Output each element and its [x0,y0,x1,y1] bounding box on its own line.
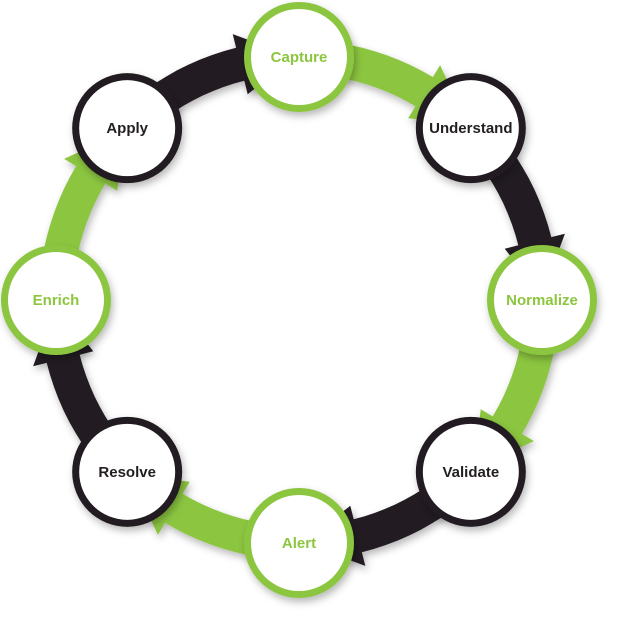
node-alert-label: Alert [282,535,316,552]
node-apply: Apply [72,73,183,184]
node-validate: Validate [415,416,526,527]
node-enrich-face [8,252,104,348]
node-understand: Understand [415,73,526,184]
node-capture-face [251,9,347,105]
node-resolve: Resolve [72,416,183,527]
node-capture-label: Capture [271,49,328,66]
node-enrich-label: Enrich [33,292,80,309]
node-alert-face [251,495,347,591]
node-resolve-label: Resolve [98,464,156,481]
node-enrich: Enrich [1,245,111,355]
node-apply-face [79,80,176,177]
node-normalize-face [494,252,590,348]
node-validate-label: Validate [442,464,499,481]
node-apply-label: Apply [106,120,148,137]
node-validate-face [422,423,519,520]
node-understand-label: Understand [429,120,512,137]
node-resolve-face [79,423,176,520]
node-normalize-label: Normalize [506,292,578,309]
node-understand-face [422,80,519,177]
node-capture: Capture [244,2,354,112]
node-alert: Alert [244,488,354,598]
node-normalize: Normalize [487,245,597,355]
